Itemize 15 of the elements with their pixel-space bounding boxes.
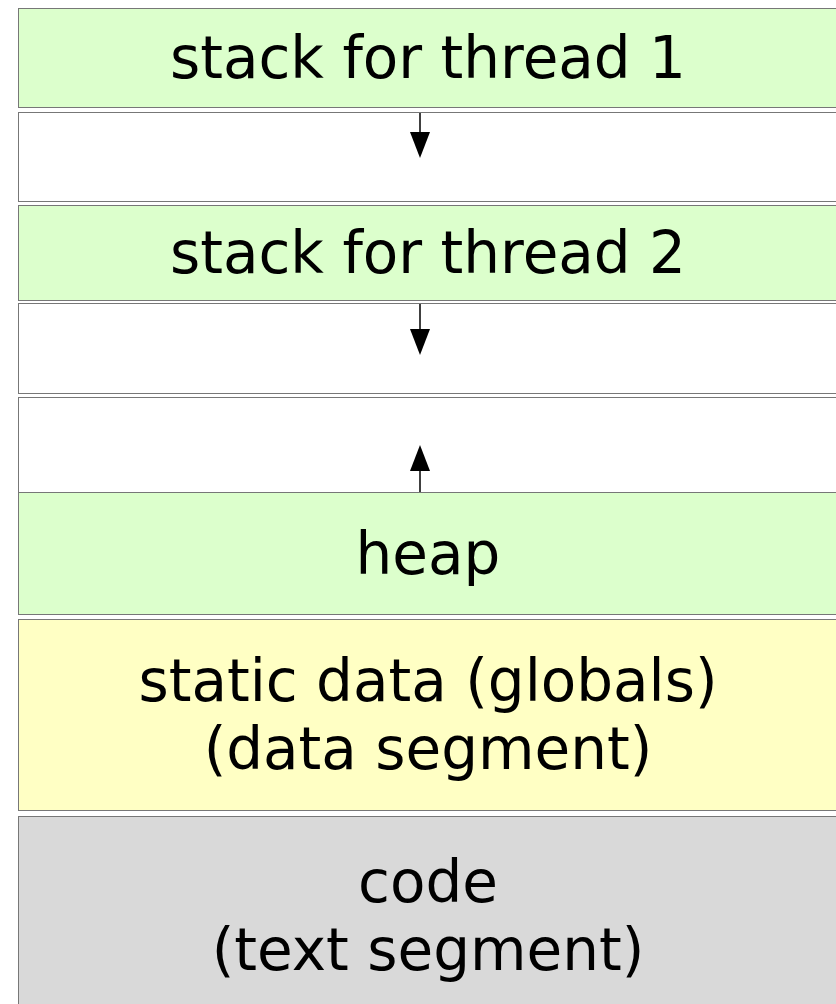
segment-label: (text segment) (211, 916, 645, 984)
segment-label: code (358, 848, 498, 916)
segment-label: (data segment) (203, 715, 653, 783)
memory-segment (18, 816, 836, 1004)
memory-segment (18, 492, 836, 615)
segment-label: heap (355, 519, 501, 588)
free-space-box (18, 112, 836, 202)
segment-label: stack for thread 1 (169, 24, 687, 92)
segment-label: stack for thread 2 (169, 219, 687, 287)
memory-segment (18, 8, 836, 108)
free-space-box (18, 397, 836, 493)
memory-segment (18, 205, 836, 301)
memory-segment (18, 619, 836, 811)
segment-label: static data (globals) (138, 647, 718, 715)
free-space-box (18, 303, 836, 394)
